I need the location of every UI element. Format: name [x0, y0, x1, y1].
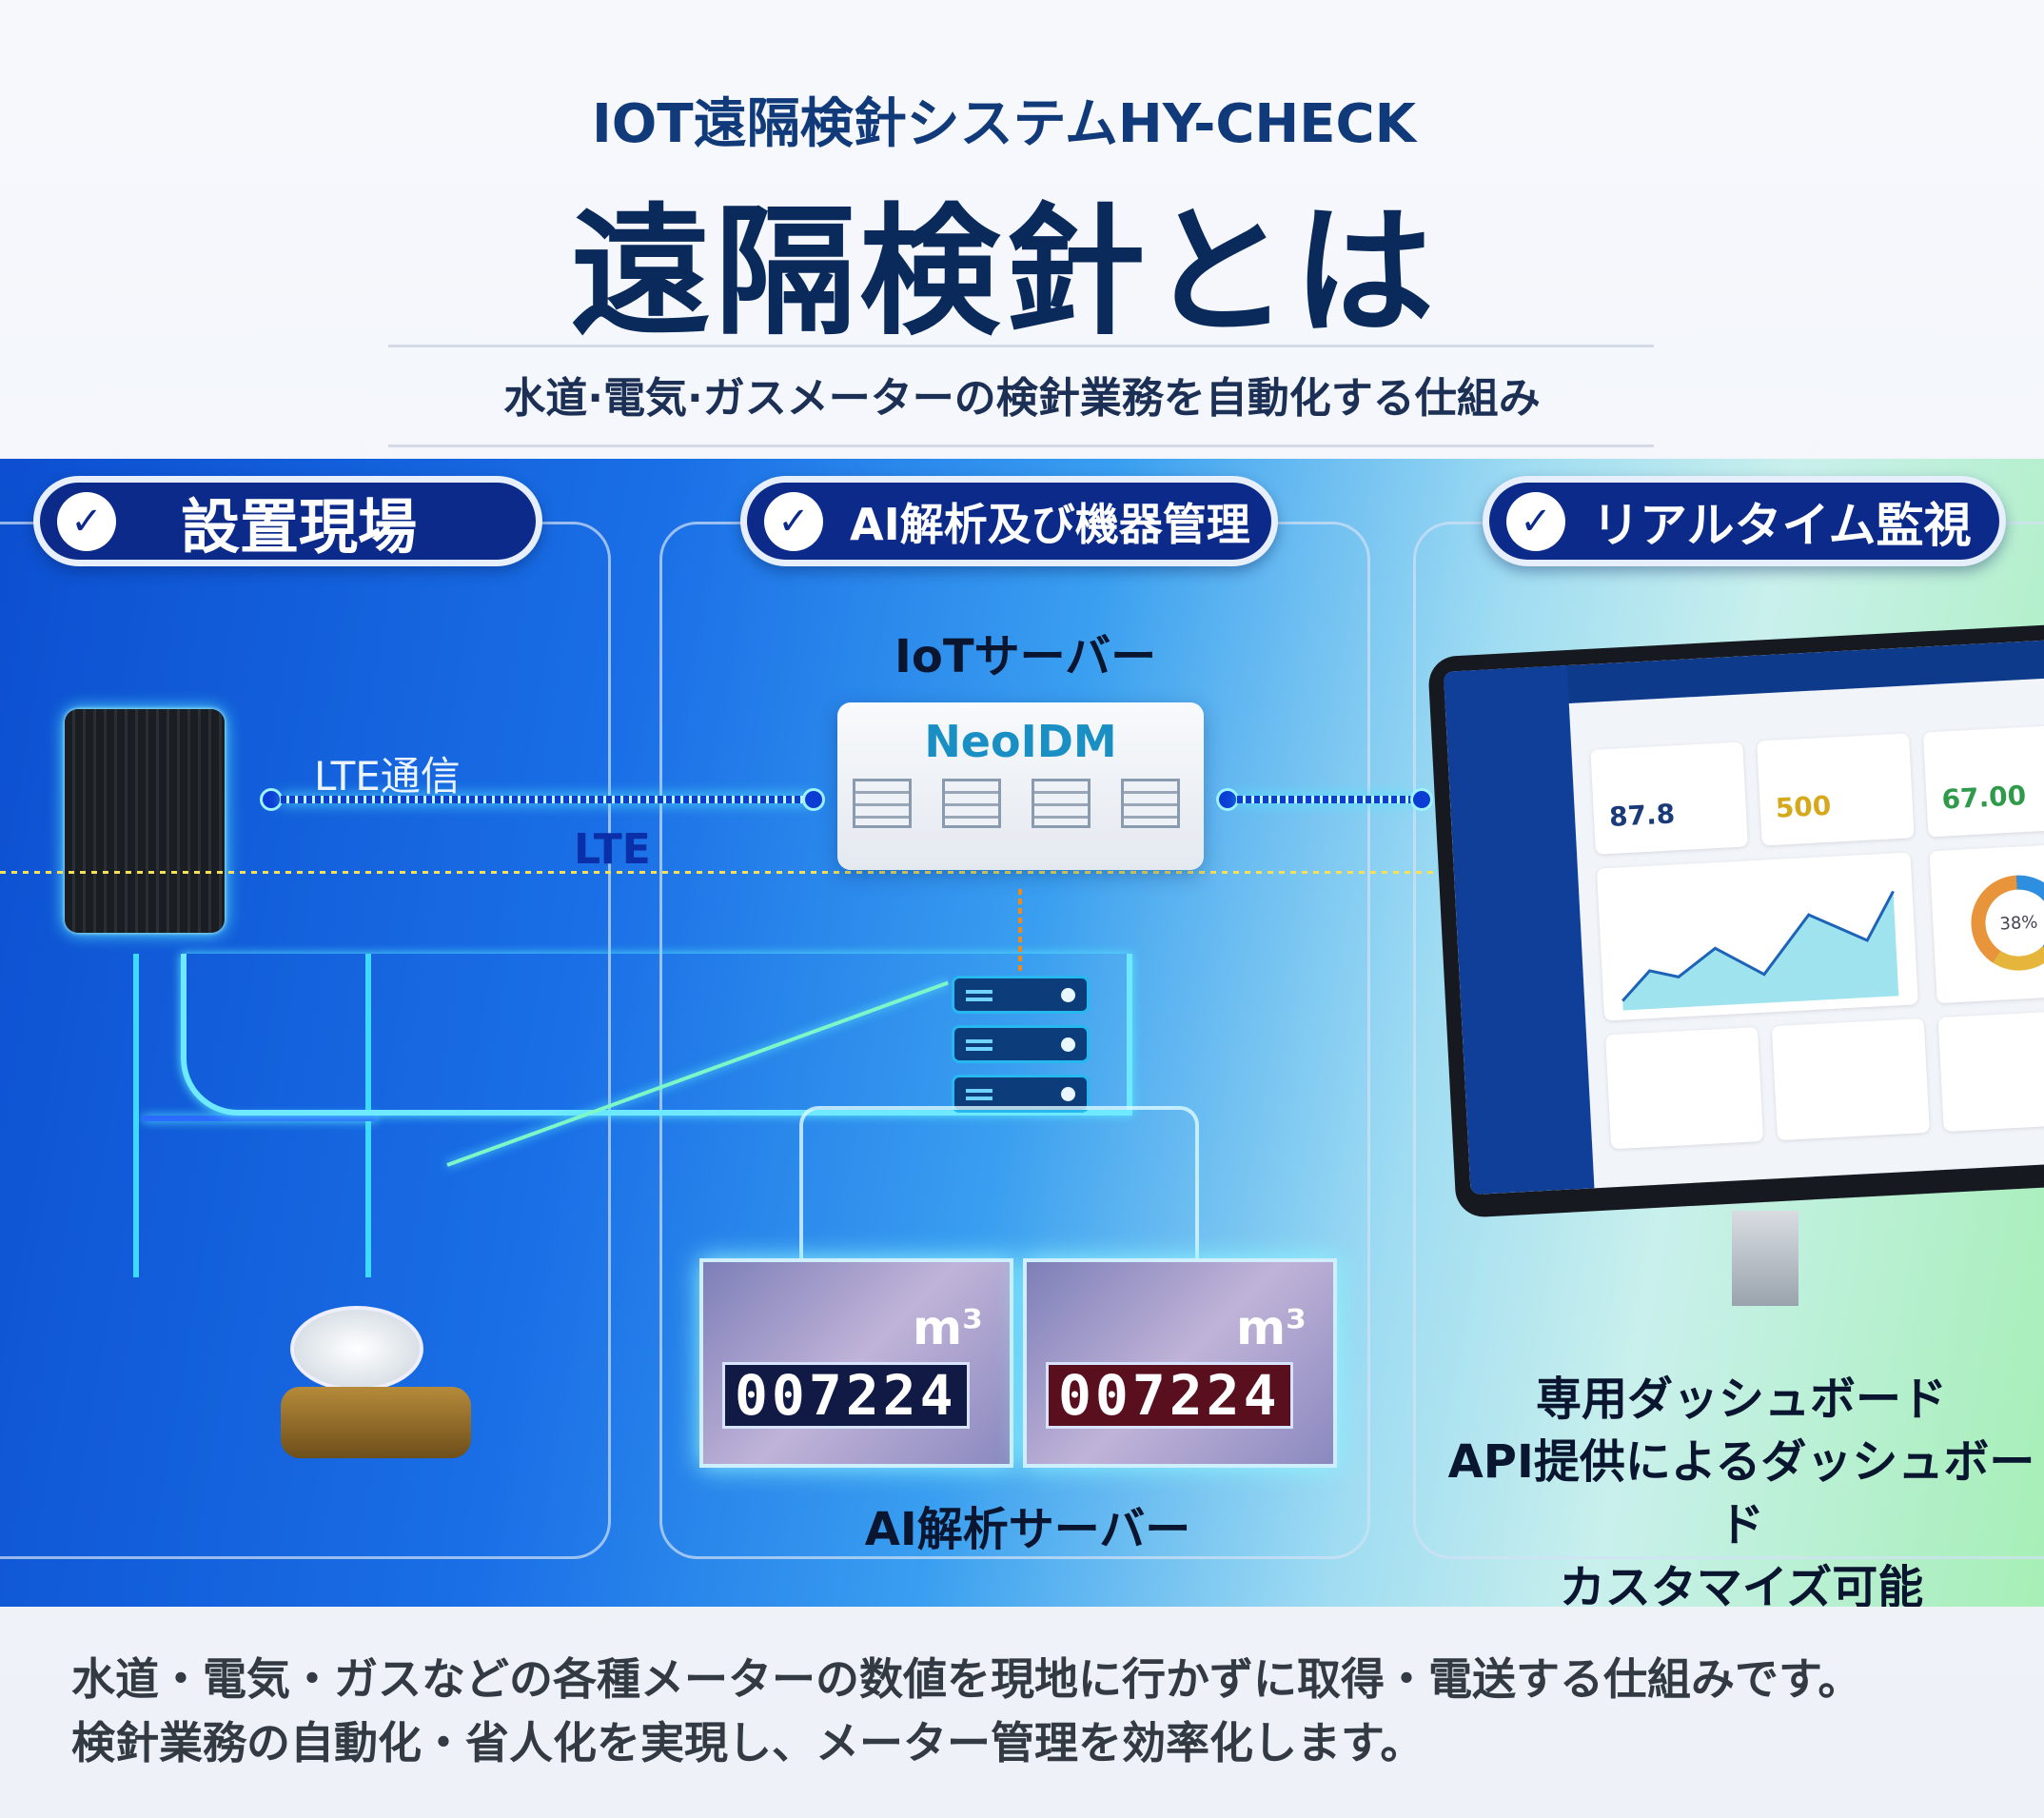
- bar-chart-card: [1605, 1027, 1764, 1150]
- server-rack-icon: [1032, 779, 1091, 828]
- section-badge-monitor: ✓ リアルタイム監視: [1483, 476, 2006, 566]
- lte-link: [281, 796, 814, 803]
- meter-image: m³ 007224: [699, 1258, 1013, 1468]
- connector-node: [802, 788, 825, 811]
- check-circle-icon: ✓: [57, 491, 116, 551]
- server-rack-icon: [853, 779, 912, 828]
- lte-label: LTE: [574, 825, 651, 874]
- ai-server-label: AI解析サーバー: [864, 1503, 1191, 1556]
- wire: [799, 1106, 1199, 1258]
- meter-image: m³ 007224: [1023, 1258, 1337, 1468]
- monitor-stand: [1732, 1211, 1798, 1306]
- connector-node: [1216, 788, 1239, 811]
- water-meter-body: [281, 1387, 471, 1458]
- connector-node: [260, 788, 283, 811]
- dashboard-link: [1237, 796, 1418, 803]
- footer-line: 水道・電気・ガスなどの各種メーターの数値を現地に行かずに取得・電送する仕組みです…: [71, 1653, 1862, 1705]
- check-circle-icon: ✓: [764, 491, 823, 551]
- section-badge-site: ✓ 設置現場: [33, 476, 542, 566]
- divider: [388, 445, 1654, 447]
- link-line: [1018, 889, 1022, 975]
- line-chart-card: [1596, 852, 1918, 1021]
- iot-server-box: NeoIDM: [837, 702, 1204, 870]
- wire: [143, 1116, 376, 1121]
- server-stack-icon: [952, 976, 1090, 1113]
- meter-reading: 007224: [722, 1362, 970, 1429]
- kpi-value: 500: [1774, 789, 1833, 824]
- list-card: [1771, 1018, 1930, 1141]
- connector-node: [1410, 788, 1433, 811]
- dashboard-screen: 87.8 500 67.00 38%: [1443, 638, 2044, 1196]
- lte-comm-label: LTE通信: [314, 753, 461, 800]
- server-rack-icon: [942, 779, 1001, 828]
- iot-server-label: IoTサーバー: [894, 630, 1157, 683]
- tagline: 水道·電気·ガスメーターの検針業務を自動化する仕組み: [503, 374, 1541, 423]
- divider: [388, 345, 1654, 347]
- diagram-stage: ✓ 設置現場 ✓ AI解析及び機器管理 ✓ リアルタイム監視 LTE通信 LTE…: [0, 459, 2044, 1607]
- kpi-value: 67.00: [1940, 780, 2027, 816]
- neoidm-logo: NeoIDM: [924, 716, 1117, 767]
- section-label: 設置現場: [181, 491, 418, 562]
- wire: [181, 954, 1132, 1116]
- section-badge-ai: ✓ AI解析及び機器管理: [740, 476, 1278, 566]
- server-rack-icon: [1121, 779, 1180, 828]
- page-title: 遠隔検針とは: [570, 190, 1438, 354]
- dashboard-sidebar: [1443, 665, 1595, 1196]
- footer-line: 検針業務の自動化・省人化を実現し、メーター管理を効率化します。: [71, 1717, 1425, 1769]
- dashboard-caption: 専用ダッシュボード API提供によるダッシュボード カスタマイズ可能: [1447, 1373, 2035, 1607]
- donut-chart-card: 38%: [1929, 841, 2044, 1004]
- section-label: リアルタイム監視: [1592, 497, 1972, 553]
- dashboard-monitor: 87.8 500 67.00 38%: [1427, 622, 2044, 1218]
- lte-gateway-device: [65, 709, 225, 933]
- system-subtitle: IOT遠隔検針システムHY-CHECK: [591, 93, 1417, 155]
- check-circle-icon: ✓: [1506, 491, 1565, 551]
- meter-reading: 007224: [1046, 1362, 1293, 1429]
- guide-line: [0, 871, 1446, 874]
- kpi-value: 87.8: [1608, 798, 1676, 833]
- list-card: [1937, 1008, 2044, 1132]
- water-meter-icon: [290, 1306, 423, 1392]
- section-label: AI解析及び機器管理: [850, 498, 1250, 550]
